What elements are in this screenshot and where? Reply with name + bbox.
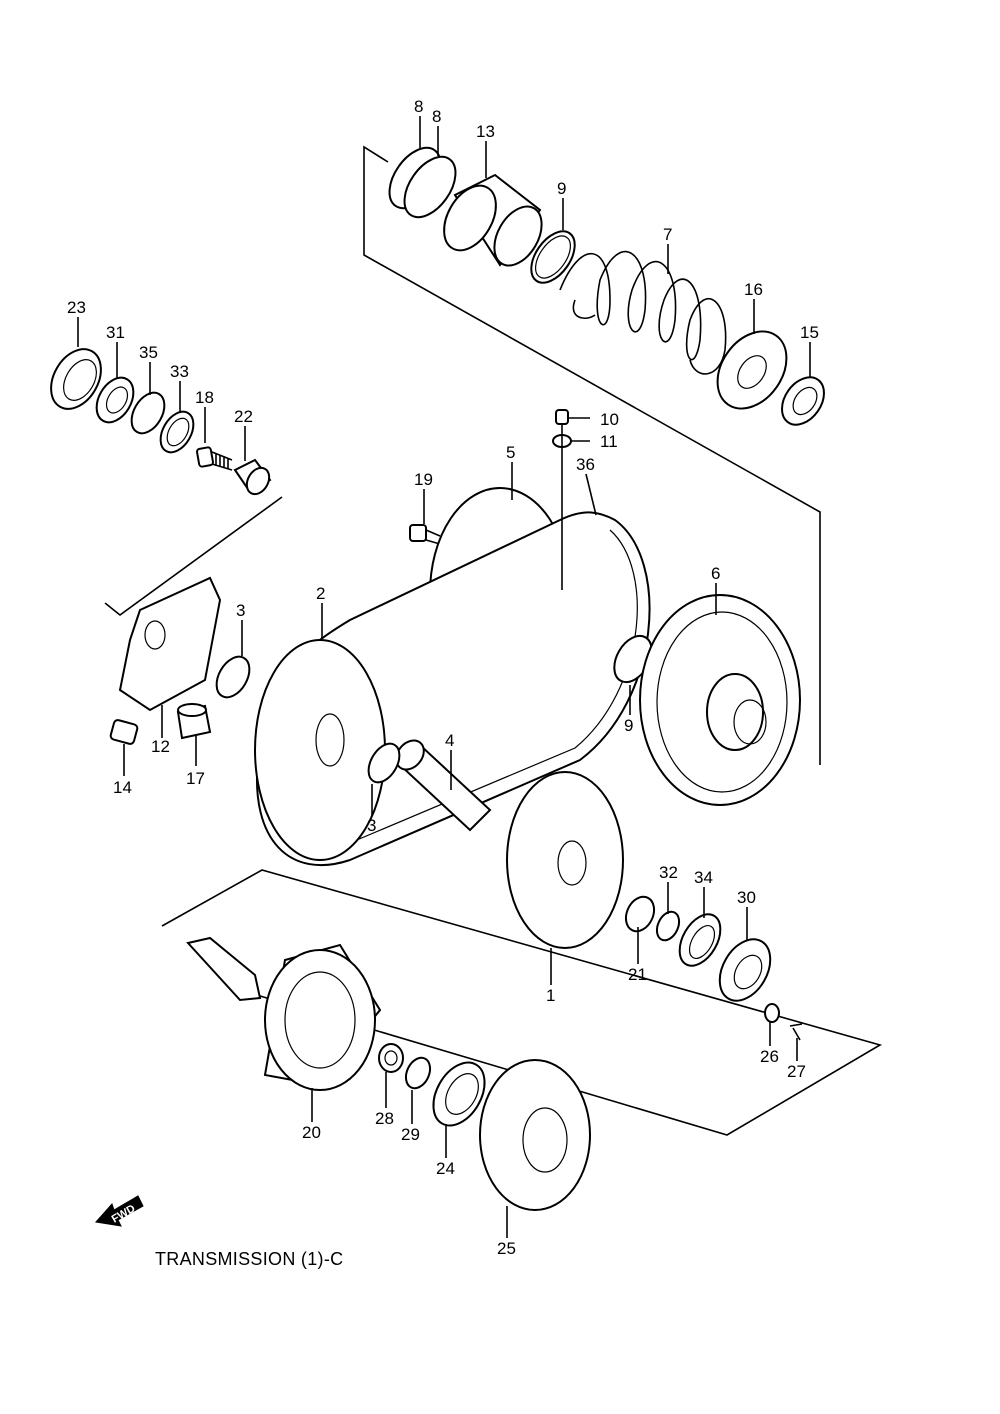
part-11-washer: [552, 434, 590, 448]
part-25-clutch-shoe: [479, 1059, 591, 1211]
part-9-ring-upper: [530, 230, 576, 284]
part-34-seal: [678, 913, 722, 967]
callout-34: 34: [694, 868, 713, 887]
assembly-outline-top: [363, 145, 821, 765]
callout-3-left: 3: [236, 601, 245, 620]
callout-12: 12: [151, 737, 170, 756]
assembly-outline-left: [104, 496, 283, 617]
callout-19: 19: [414, 470, 433, 489]
callout-9-lower: 9: [624, 716, 633, 735]
part-17-roller: [176, 703, 212, 740]
callout-26: 26: [760, 1047, 779, 1066]
callout-21: 21: [628, 965, 647, 984]
part-29-washer: [404, 1056, 432, 1090]
part-33-washer: [159, 410, 195, 454]
callout-2: 2: [316, 584, 325, 603]
callout-numbers: 8 8 13 9 7 16 15 23 31 35 33 18 22 10 11…: [67, 97, 819, 1258]
part-7-spring: [559, 250, 727, 375]
part-19-bolt: [409, 524, 441, 545]
callout-27: 27: [787, 1062, 806, 1081]
callout-17: 17: [186, 769, 205, 788]
callout-13: 13: [476, 122, 495, 141]
part-24-needle-bearing: [432, 1061, 486, 1127]
part-12-cam-plate: [118, 576, 222, 712]
callout-24: 24: [436, 1159, 455, 1178]
callout-30: 30: [737, 888, 756, 907]
callout-20: 20: [302, 1123, 321, 1142]
callout-36: 36: [576, 455, 595, 474]
part-26-washer: [764, 1003, 780, 1023]
part-3-collar-left: [215, 655, 251, 699]
callout-8b: 8: [432, 107, 441, 126]
part-4-sleeve: [395, 739, 492, 832]
callout-25: 25: [497, 1239, 516, 1258]
part-35-circlip: [130, 391, 166, 435]
part-6-pulley-wheel: [639, 594, 801, 806]
callout-23: 23: [67, 298, 86, 317]
callout-1: 1: [546, 986, 555, 1005]
callout-15: 15: [800, 323, 819, 342]
part-14-slider: [109, 719, 139, 745]
part-18-bolt: [196, 446, 233, 471]
part-10-pin: [555, 409, 590, 425]
part-32-ring: [655, 910, 681, 942]
callout-4: 4: [445, 731, 454, 750]
part-21-collar: [624, 895, 656, 933]
callout-29: 29: [401, 1125, 420, 1144]
part-27-screw: [789, 1023, 803, 1041]
part-15-nut: [781, 376, 825, 426]
callout-7: 7: [663, 225, 672, 244]
callout-11: 11: [600, 432, 618, 451]
callout-14: 14: [113, 778, 132, 797]
leader-lines: [77, 116, 811, 1238]
callout-35: 35: [139, 343, 158, 362]
part-28-nut: [378, 1043, 404, 1073]
callout-9-upper: 9: [557, 179, 566, 198]
part-3-collar-mid: [367, 742, 401, 784]
part-13-collar: [443, 173, 543, 267]
callout-18: 18: [195, 388, 214, 407]
fwd-arrow-icon: FWD: [95, 1195, 144, 1227]
callout-8a: 8: [414, 97, 423, 116]
part-30-bearing: [718, 938, 772, 1002]
callout-10: 10: [600, 410, 619, 429]
callout-33: 33: [170, 362, 189, 381]
part-31-bearing: [95, 376, 135, 424]
callout-3-mid: 3: [367, 816, 376, 835]
callout-22: 22: [234, 407, 253, 426]
part-8-snap-rings: [388, 146, 457, 219]
part-20-clutch-drum: [186, 936, 382, 1091]
callout-6: 6: [711, 564, 720, 583]
callout-16: 16: [744, 280, 763, 299]
fwd-label: FWD: [110, 1203, 138, 1226]
callout-32: 32: [659, 863, 678, 882]
callout-5: 5: [506, 443, 515, 462]
part-1-fan-plate: [506, 771, 624, 949]
part-22-sleeve: [233, 458, 272, 496]
part-23-seal: [50, 348, 102, 410]
figure-caption: TRANSMISSION (1)-C: [155, 1249, 344, 1269]
callout-28: 28: [375, 1109, 394, 1128]
part-2-movable-drive-face: [254, 639, 386, 861]
callout-31: 31: [106, 323, 125, 342]
part-16-plate: [716, 330, 788, 410]
